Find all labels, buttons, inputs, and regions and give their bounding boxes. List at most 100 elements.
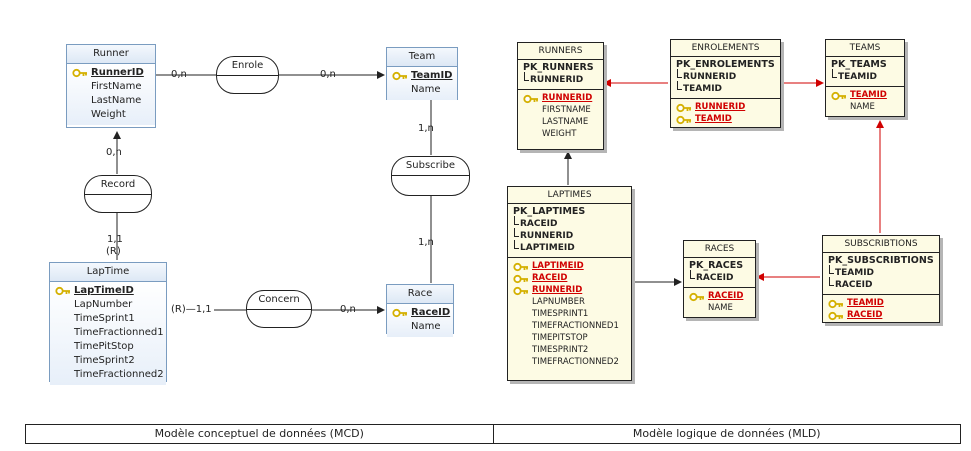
col-runners-lastname: LASTNAME	[542, 117, 589, 127]
col-subscribtions-teamid: TEAMID	[823, 297, 939, 309]
key-icon	[392, 308, 407, 318]
key-icon	[828, 299, 843, 309]
table-runners-pk-col: RUNNERID	[518, 72, 603, 86]
relation-record-label: Record	[85, 176, 151, 195]
entity-runner-title: Runner	[67, 45, 155, 64]
attr-runner-pk: RunnerID	[67, 66, 155, 80]
legend-mld-label: Modèle logique de données (MLD)	[492, 425, 961, 443]
attr-laptime-timefractionned1: TimeFractionned1	[74, 327, 164, 338]
table-teams[interactable]: TEAMS PK_TEAMS TEAMID TEAMID NAME	[825, 39, 905, 117]
attr-laptime-timesprint1: TimeSprint1	[74, 313, 135, 324]
card-laptime-record-r: (R)	[106, 246, 121, 257]
table-runners[interactable]: RUNNERS PK_RUNNERS RUNNERID RUNNERID FIR…	[517, 42, 604, 150]
entity-laptime[interactable]: LapTime LapTimeID LapNumber TimeSprint1 …	[49, 262, 167, 385]
col-laptimes-raceid: RACEID	[508, 272, 631, 284]
card-team-subscribe: 1,n	[418, 123, 434, 134]
attr-race-name: Name	[411, 321, 441, 332]
table-laptimes[interactable]: LAPTIMES PK_LAPTIMES RACEID RUNNERID LAP…	[507, 186, 632, 381]
table-enrolements-pk-col: RUNNERID	[671, 69, 780, 83]
entity-laptime-title: LapTime	[50, 263, 166, 282]
card-laptime-concern: (R)—1,1	[171, 304, 212, 315]
attr-laptime-timepitstop: TimePitStop	[74, 341, 134, 352]
table-subscribtions[interactable]: SUBSCRIBTIONS PK_SUBSCRIBTIONS TEAMID RA…	[822, 235, 940, 323]
table-runners-pk-name: PK_RUNNERS	[523, 62, 594, 73]
table-laptimes-pk-col: RACEID	[508, 216, 631, 230]
col-races-name: NAME	[708, 303, 733, 313]
table-teams-pk-col: TEAMID	[826, 69, 904, 83]
table-races-title: RACES	[684, 241, 755, 258]
card-runner-enrole: 0,n	[171, 69, 187, 80]
col-laptimes-runnerid: RUNNERID	[508, 284, 631, 296]
col-laptimes-timefractionned2: TIMEFRACTIONNED2	[532, 357, 619, 367]
entity-race[interactable]: Race RaceID Name	[386, 284, 454, 337]
table-subscribtions-pk-col: RACEID	[823, 277, 939, 291]
attr-laptime-pk: LapTimeID	[50, 284, 166, 298]
attr-team-pk: TeamID	[387, 69, 457, 83]
col-runners-runnerid: RUNNERID	[518, 92, 603, 104]
card-team-enrole: 0,n	[320, 69, 336, 80]
col-teams-name: NAME	[850, 102, 875, 112]
relation-enrole-label: Enrole	[217, 57, 278, 76]
table-runners-title: RUNNERS	[518, 43, 603, 60]
key-icon	[513, 262, 528, 272]
key-icon	[689, 292, 704, 302]
card-laptime-record: 1,1	[107, 234, 123, 245]
key-icon	[392, 71, 407, 81]
table-enrolements[interactable]: ENROLEMENTS PK_ENROLEMENTS RUNNERID TEAM…	[670, 39, 781, 128]
attr-team-name: Name	[411, 84, 441, 95]
col-laptimes-lapnumber: LAPNUMBER	[532, 297, 585, 307]
table-enrolements-pk-name: PK_ENROLEMENTS	[676, 59, 775, 70]
col-laptimes-timepitstop: TIMEPITSTOP	[532, 333, 588, 343]
card-race-concern: 0,n	[340, 304, 356, 315]
table-laptimes-pk-col: RUNNERID	[508, 228, 631, 242]
attr-race-pk: RaceID	[387, 306, 453, 320]
key-icon	[513, 274, 528, 284]
col-laptimes-laptimeid: LAPTIMEID	[508, 260, 631, 272]
col-subscribtions-raceid: RACEID	[823, 309, 939, 321]
table-subscribtions-title: SUBSCRIBTIONS	[823, 236, 939, 253]
relation-enrole[interactable]: Enrole	[216, 56, 279, 94]
key-icon	[676, 103, 691, 113]
col-enrolements-runnerid: RUNNERID	[671, 101, 780, 113]
key-icon	[72, 68, 87, 78]
col-laptimes-timesprint1: TIMESPRINT1	[532, 309, 589, 319]
key-icon	[513, 286, 528, 296]
col-runners-weight: WEIGHT	[542, 129, 577, 139]
col-runners-firstname: FIRSTNAME	[542, 105, 591, 115]
table-teams-title: TEAMS	[826, 40, 904, 57]
key-icon	[828, 311, 843, 321]
table-laptimes-pk-col: LAPTIMEID	[508, 240, 631, 254]
attr-laptime-timefractionned2: TimeFractionned2	[74, 369, 164, 380]
key-icon	[55, 286, 70, 296]
attr-runner-firstname: FirstName	[91, 81, 142, 92]
col-laptimes-timefractionned1: TIMEFRACTIONNED1	[532, 321, 619, 331]
table-enrolements-title: ENROLEMENTS	[671, 40, 780, 57]
table-races[interactable]: RACES PK_RACES RACEID RACEID NAME	[683, 240, 756, 318]
table-races-pk-col: RACEID	[684, 270, 755, 284]
table-teams-pk-name: PK_TEAMS	[831, 59, 887, 70]
key-icon	[523, 94, 538, 104]
attr-laptime-timesprint2: TimeSprint2	[74, 355, 135, 366]
col-races-raceid: RACEID	[684, 290, 755, 302]
key-icon	[831, 91, 846, 101]
entity-team[interactable]: Team TeamID Name	[386, 47, 458, 100]
col-laptimes-timesprint2: TIMESPRINT2	[532, 345, 589, 355]
entity-race-title: Race	[387, 285, 453, 304]
entity-runner[interactable]: Runner RunnerID FirstName LastName Weigh…	[66, 44, 156, 128]
table-laptimes-pk-name: PK_LAPTIMES	[513, 206, 586, 217]
table-races-pk-name: PK_RACES	[689, 260, 744, 271]
table-subscribtions-pk-name: PK_SUBSCRIBTIONS	[828, 255, 934, 266]
table-enrolements-pk-col: TEAMID	[671, 81, 780, 95]
relation-record[interactable]: Record	[84, 175, 152, 213]
attr-runner-lastname: LastName	[91, 95, 142, 106]
col-teams-teamid: TEAMID	[826, 89, 904, 101]
entity-team-title: Team	[387, 48, 457, 67]
relation-subscribe[interactable]: Subscribe	[391, 156, 470, 196]
col-enrolements-teamid: TEAMID	[671, 113, 780, 125]
key-icon	[676, 115, 691, 125]
relation-subscribe-label: Subscribe	[392, 157, 469, 176]
relation-concern[interactable]: Concern	[246, 290, 312, 328]
relation-concern-label: Concern	[247, 291, 311, 310]
